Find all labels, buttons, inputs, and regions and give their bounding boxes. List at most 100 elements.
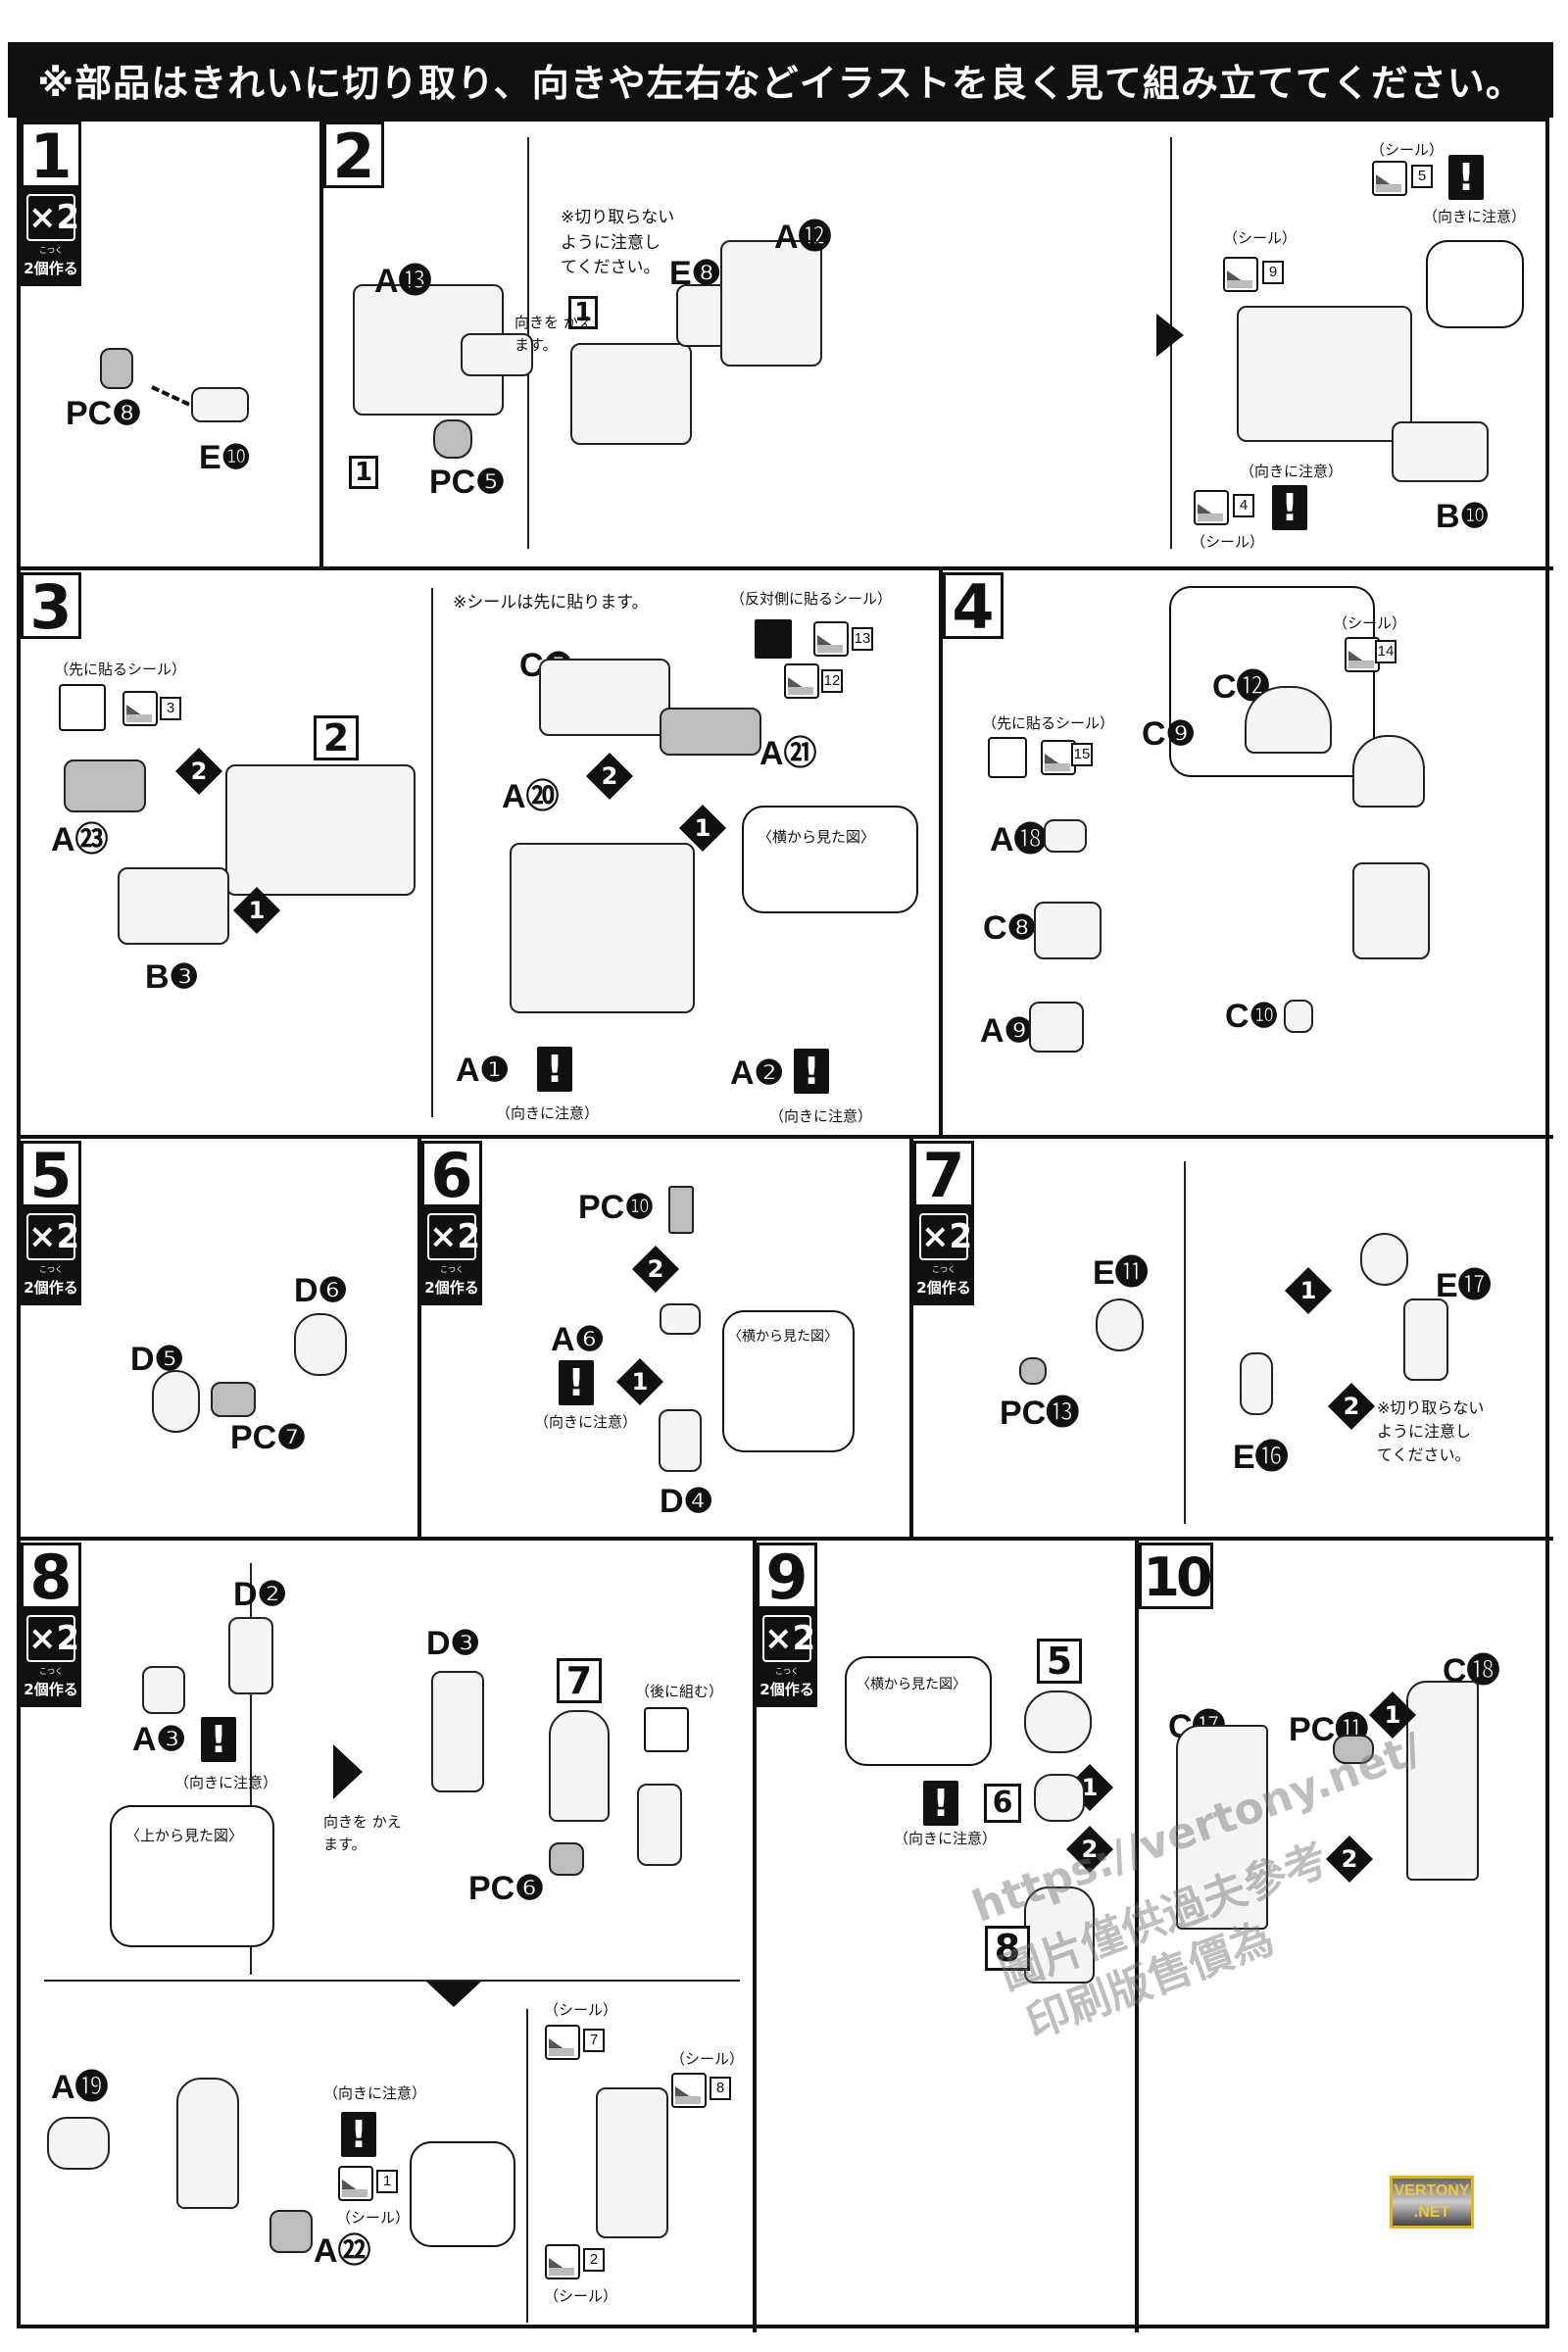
step-number-8: 8 — [21, 1543, 81, 1610]
part-label: A⓲ — [990, 821, 1048, 858]
part-label: A❾ — [980, 1012, 1035, 1050]
warning-icon: ! — [1448, 155, 1484, 200]
make-two-label: 2個作る — [24, 1681, 78, 1698]
part-label: D❷ — [233, 1576, 288, 1613]
sub-divider — [44, 1980, 740, 1982]
make-two-label: 2個作る — [916, 1279, 971, 1297]
back-side-icon — [644, 1707, 689, 1752]
ref-box: 7 — [557, 1658, 602, 1703]
ref-box: 6 — [984, 1784, 1021, 1823]
seal-label: （シール） — [1191, 533, 1265, 551]
step-number-6: 6 — [421, 1141, 482, 1208]
part-label: A⑳ — [502, 778, 560, 815]
make-two-label: 2個作る — [424, 1279, 479, 1297]
ruby: こつく — [39, 1667, 63, 1676]
detail-bubble — [1426, 240, 1524, 328]
part-illustration — [1034, 1774, 1085, 1822]
part-illustration — [433, 419, 472, 459]
part-label: B❸ — [145, 958, 200, 996]
part-illustration — [294, 1313, 347, 1376]
step-number-10: 10 — [1139, 1543, 1213, 1609]
seal-number: 2 — [583, 2248, 605, 2272]
multiplier-badge: ×2 こつく 2個作る — [913, 1207, 974, 1305]
seal-label: （シール） — [670, 2050, 745, 2068]
part-label: A⓳ — [51, 2069, 109, 2106]
order-marker: 2 — [1325, 1835, 1374, 1884]
part-illustration — [461, 333, 533, 376]
seal-number: 9 — [1262, 261, 1284, 284]
top-view-label: 〈上から見た図〉 — [125, 1827, 244, 1844]
part-illustration — [510, 843, 695, 1013]
do-not-cut-note: ※切り取らない ように注意し てください。 — [561, 208, 675, 277]
col-divider — [417, 1137, 421, 1539]
turn-over-note: 向きを かえます。 — [514, 314, 593, 354]
sub-divider — [431, 588, 433, 1117]
part-illustration — [431, 1671, 484, 1792]
ruby: こつく — [39, 246, 63, 255]
step-number-3: 3 — [21, 572, 81, 640]
make-two-label: 2個作る — [760, 1681, 814, 1698]
logo-line-1: VERTONY — [1394, 2182, 1470, 2199]
part-label: B❿ — [1436, 498, 1491, 535]
part-label: D❸ — [426, 1625, 481, 1662]
part-illustration — [539, 659, 670, 736]
make-two-label: 2個作る — [24, 260, 78, 277]
part-illustration — [1333, 1735, 1374, 1764]
times-two-label: ×2 — [26, 1615, 79, 1662]
part-illustration — [1240, 1352, 1273, 1415]
next-arrow-icon — [1156, 314, 1184, 357]
part-label: PC❺ — [429, 464, 506, 501]
part-label: E❿ — [199, 439, 252, 476]
times-two-label: ×2 — [919, 1213, 972, 1260]
seal-label: （シール） — [1370, 141, 1445, 159]
seal-icon — [1372, 161, 1407, 196]
part-label: A❶ — [456, 1052, 511, 1089]
order-marker: 2 — [174, 747, 223, 796]
times-two-label: ×2 — [26, 1213, 79, 1260]
seal-icon — [1223, 257, 1258, 292]
seal-label: （シール） — [544, 2287, 618, 2305]
part-illustration — [1044, 819, 1087, 853]
warning-icon: ! — [559, 1360, 594, 1405]
col-divider — [1135, 1539, 1139, 2332]
part-illustration — [228, 1617, 273, 1694]
ref-box: 1 — [349, 456, 378, 489]
seal-icon — [671, 2073, 707, 2108]
part-illustration — [1352, 735, 1425, 808]
ref-box: 8 — [985, 1926, 1030, 1971]
sub-divider — [1184, 1161, 1186, 1524]
part-label: PC❼ — [230, 1419, 307, 1456]
caution-label: （向きに注意） — [496, 1104, 600, 1122]
multiplier-badge: ×2 こつく 2個作る — [421, 1207, 482, 1305]
part-illustration — [720, 240, 822, 367]
part-illustration — [176, 2078, 239, 2209]
col-divider — [319, 118, 323, 568]
part-label: D❻ — [294, 1272, 349, 1309]
next-arrow-icon — [333, 1744, 363, 1799]
top-view-bubble — [110, 1805, 274, 1947]
logo-line-2: .NET — [1413, 2204, 1450, 2221]
step-number-4: 4 — [943, 572, 1004, 640]
order-marker: 2 — [1065, 1825, 1114, 1874]
seal-icon — [784, 663, 819, 699]
seal-icon — [1345, 637, 1380, 672]
caution-label: （向きに注意） — [534, 1413, 638, 1431]
side-view-bubble — [722, 1310, 855, 1452]
part-label: A⓭ — [374, 263, 432, 300]
seal-icon — [338, 2166, 373, 2201]
part-illustration — [1360, 1233, 1408, 1286]
front-seal-icon — [59, 684, 106, 731]
col-divider — [909, 1137, 913, 1539]
order-marker: 1 — [232, 886, 281, 935]
part-label: A㉑ — [760, 735, 817, 772]
part-illustration — [191, 387, 249, 422]
row-divider — [17, 1135, 1553, 1139]
part-label: D❹ — [660, 1483, 714, 1520]
seal-number: 5 — [1411, 165, 1433, 188]
seal-number: 1 — [376, 2170, 398, 2193]
side-view-label: 〈横から見た図〉 — [728, 1329, 838, 1345]
part-illustration — [660, 708, 761, 756]
part-label: C❽ — [983, 909, 1038, 947]
side-view-label: 〈横から見た図〉 — [758, 828, 876, 846]
part-label: A❸ — [132, 1721, 187, 1758]
